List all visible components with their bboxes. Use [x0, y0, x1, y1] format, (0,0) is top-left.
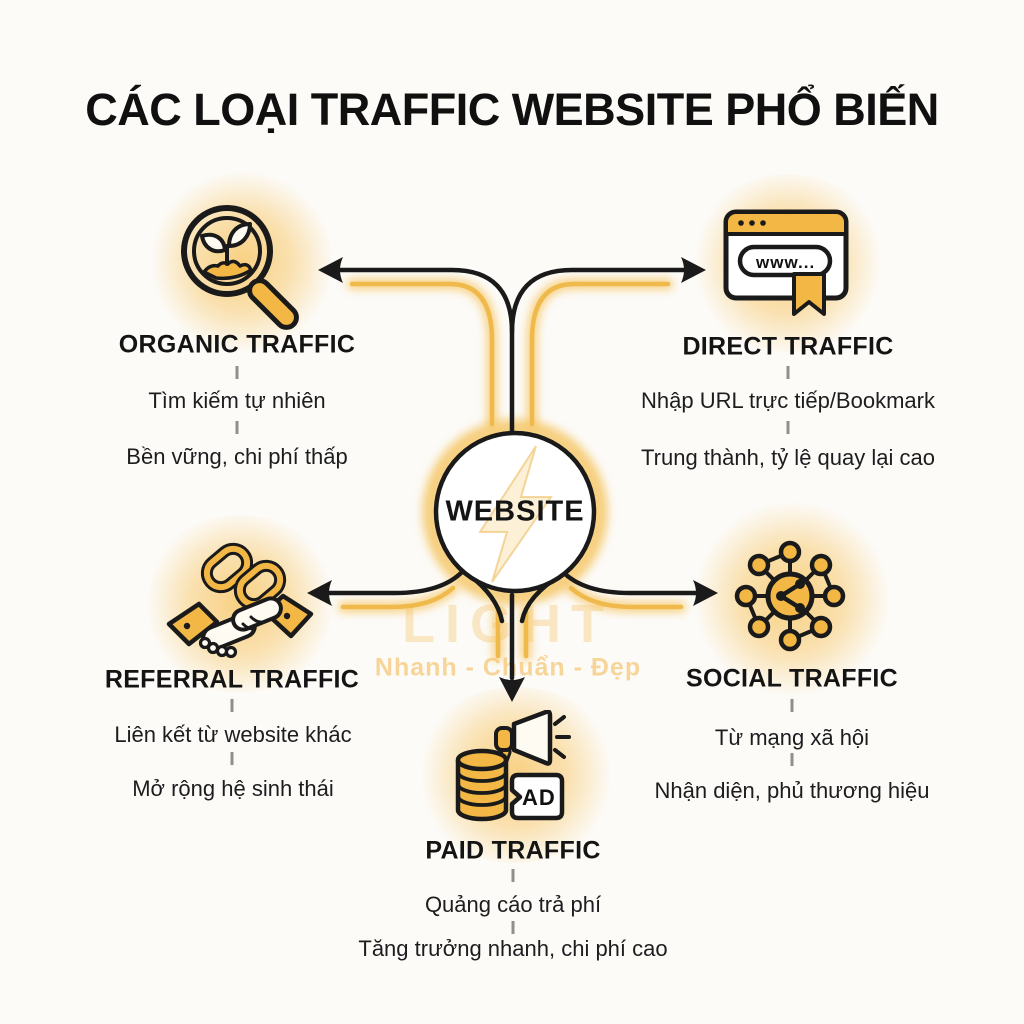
organic-glow — [147, 172, 337, 352]
arrow-down-icon — [499, 677, 525, 702]
organic-desc-2: Bền vững, chi phí thấp — [126, 444, 348, 469]
separator-tick — [511, 921, 515, 934]
organic-title: ORGANIC TRAFFIC — [118, 330, 356, 359]
separator-tick — [230, 752, 234, 765]
separator-tick — [511, 869, 515, 882]
separator-tick — [230, 699, 234, 712]
paid-desc-1: Quảng cáo trả phí — [424, 892, 602, 917]
social-title: SOCIAL TRAFFIC — [685, 664, 899, 693]
hub-glow-ring — [422, 419, 608, 605]
share-network-icon — [734, 540, 846, 652]
watermark-tagline: Nhanh - Chuẩn - Đẹp — [374, 653, 642, 682]
sound-lines — [553, 715, 571, 759]
arrowheads — [307, 257, 718, 702]
arrow-left-bottom-icon — [307, 580, 332, 606]
separator-tick — [790, 699, 794, 712]
organic-desc-1: Tìm kiếm tự nhiên — [148, 388, 326, 413]
separator-tick — [786, 421, 790, 434]
black-branch-lines — [310, 267, 715, 681]
url-text: www... — [755, 253, 815, 272]
referral-desc-1: Liên kết từ website khác — [114, 722, 352, 747]
website-hub-label: WEBSITE — [445, 495, 585, 528]
ad-text: AD — [522, 785, 556, 810]
separator-tick — [786, 366, 790, 379]
separator-tick — [235, 421, 239, 434]
paid-title: PAID TRAFFIC — [425, 836, 601, 865]
referral-desc-2: Mở rộng hệ sinh thái — [132, 776, 334, 801]
direct-title: DIRECT TRAFFIC — [682, 332, 894, 361]
network-nodes — [734, 540, 846, 652]
direct-desc-2: Trung thành, tỷ lệ quay lại cao — [641, 445, 935, 470]
megaphone-ad-icon: AD — [455, 710, 571, 822]
gold-lines — [340, 281, 684, 659]
separator-tick — [235, 366, 239, 379]
handshake-link-icon — [166, 542, 314, 659]
paid-desc-2: Tăng trưởng nhanh, chi phí cao — [358, 936, 668, 961]
social-desc-2: Nhận diện, phủ thương hiệu — [654, 778, 930, 803]
separator-tick — [790, 753, 794, 766]
direct-desc-1: Nhập URL trực tiếp/Bookmark — [641, 388, 935, 413]
arrow-right-top-icon — [681, 257, 706, 283]
arrow-left-top-icon — [318, 257, 343, 283]
social-desc-1: Từ mạng xã hội — [714, 725, 870, 750]
lightning-bolt-icon — [478, 445, 553, 583]
arrow-right-bottom-icon — [693, 580, 718, 606]
referral-title: REFERRAL TRAFFIC — [104, 665, 360, 694]
page-title: CÁC LOẠI TRAFFIC WEBSITE PHỔ BIẾN — [85, 84, 939, 135]
magnifier-sprout-icon — [181, 205, 299, 330]
website-hub-circle — [433, 430, 597, 594]
browser-bookmark-icon: www... — [723, 209, 849, 316]
